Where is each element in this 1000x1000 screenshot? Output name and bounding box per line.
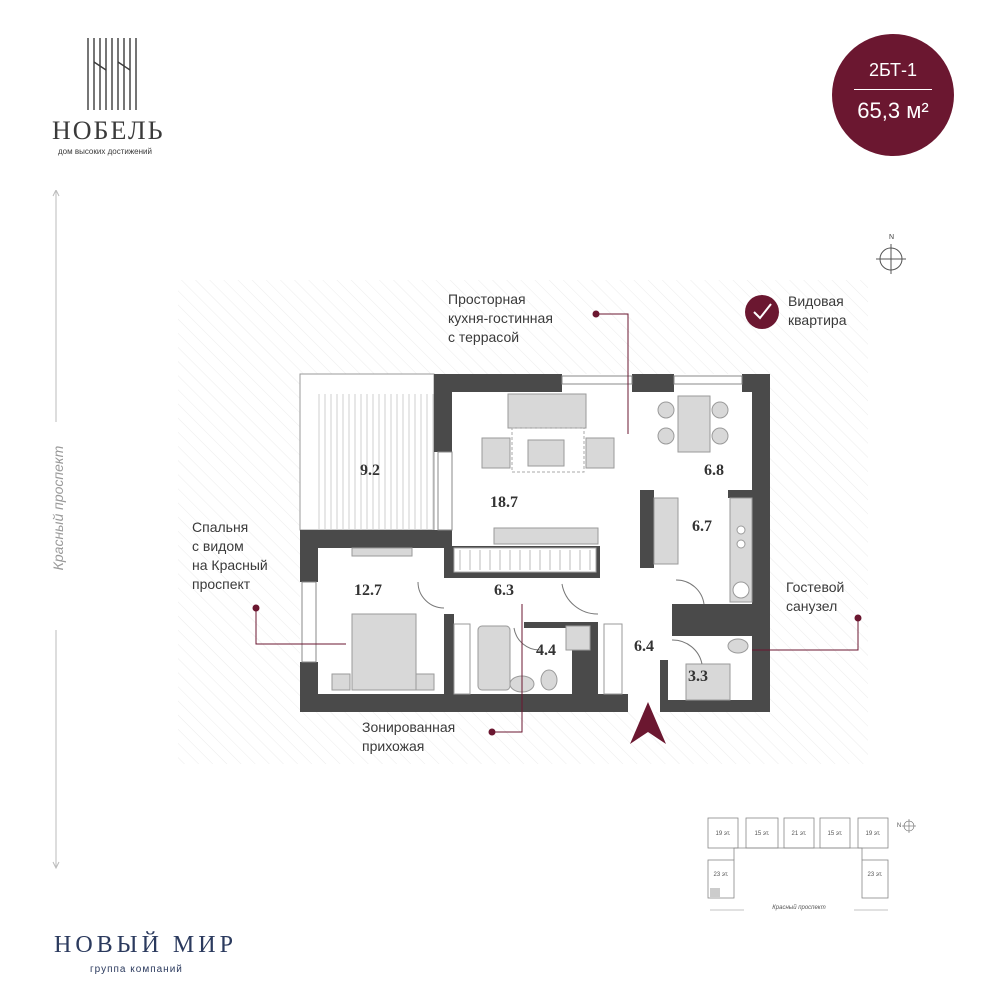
brand-name: НОБЕЛЬ xyxy=(52,116,165,145)
caption-view: Видовая квартира xyxy=(788,293,847,328)
caption-hallway: Зонированная прихожая xyxy=(362,719,456,754)
room-area-dining: 6.8 xyxy=(704,462,724,479)
check-icon xyxy=(753,303,772,320)
kitchen-furniture xyxy=(653,497,753,603)
compass: N xyxy=(876,234,906,274)
key-plan-wing-right: 23 эт. xyxy=(867,872,883,878)
view-check-circle xyxy=(745,295,779,329)
street-axis xyxy=(52,190,60,870)
caption-bathroom: Гостевой санузел xyxy=(786,579,845,614)
key-plan-section-2: 15 эт. xyxy=(754,831,770,837)
brand-tagline: дом высоких достижений xyxy=(58,147,152,156)
room-area-bedroom: 12.7 xyxy=(354,582,382,599)
living-furniture xyxy=(481,393,615,545)
room-area-corridor: 6.4 xyxy=(634,638,654,655)
developer-tagline: группа компаний xyxy=(90,964,183,975)
apartment-badge: 2БТ-1 65,3 м² xyxy=(832,34,954,156)
key-plan-section-4: 15 эт. xyxy=(827,831,843,837)
key-plan-section-3: 21 эт. xyxy=(791,831,807,837)
room-area-bath: 4.4 xyxy=(536,642,556,659)
caption-kitchen: Просторная кухня-гостинная с террасой xyxy=(448,291,553,345)
caption-bedroom: Спальня с видом на Красный проспект xyxy=(192,519,268,592)
key-plan: 19 эт. 15 эт. 21 эт. 15 эт. 19 эт. 23 эт… xyxy=(704,816,920,920)
room-area-living: 18.7 xyxy=(490,494,518,511)
entrance-arrow-icon xyxy=(630,702,666,744)
apartment-code: 2БТ-1 xyxy=(868,60,917,80)
key-plan-wing-left: 23 эт. xyxy=(713,872,729,878)
brand-logo-mark-icon xyxy=(87,38,137,110)
doors xyxy=(417,579,705,665)
key-plan-street: Красный проспект xyxy=(744,905,854,911)
caption-pointers xyxy=(252,310,862,736)
walls xyxy=(300,374,770,712)
developer-name: НОВЫЙ МИР xyxy=(54,932,237,958)
key-plan-outline xyxy=(707,817,916,911)
hall-wardrobe xyxy=(453,547,597,573)
compass-icon xyxy=(876,244,906,274)
room-area-hall: 6.3 xyxy=(494,582,514,599)
key-plan-section-5: 19 эт. xyxy=(865,831,881,837)
key-plan-section-1: 19 эт. xyxy=(715,831,731,837)
compass-label: N xyxy=(889,234,895,241)
key-plan-highlight xyxy=(710,888,720,897)
terrace-decking xyxy=(318,394,434,530)
dining-furniture xyxy=(657,395,729,453)
apartment-area: 65,3 м² xyxy=(857,98,929,123)
room-area-terrace: 9.2 xyxy=(360,462,380,479)
windows xyxy=(301,375,743,663)
key-plan-compass-label: N xyxy=(896,823,902,829)
room-area-kitchen: 6.7 xyxy=(692,518,712,535)
living-rug xyxy=(511,427,585,473)
room-area-wc: 3.3 xyxy=(688,668,708,685)
bath-fixtures xyxy=(453,623,749,701)
bedroom-furniture xyxy=(331,547,435,691)
brand-logo: НОБЕЛЬ дом высоких достижений xyxy=(52,36,182,161)
badge-divider xyxy=(854,89,932,90)
